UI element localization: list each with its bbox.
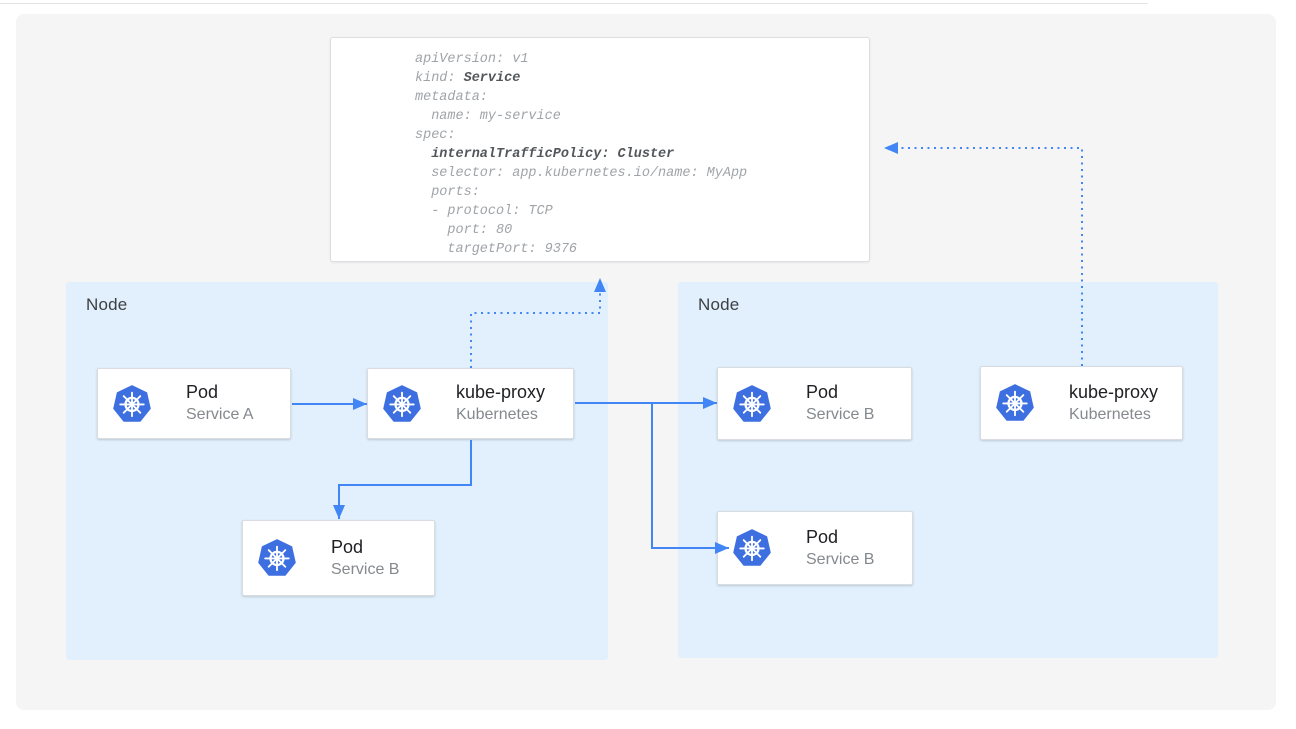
card-title: kube-proxy	[456, 382, 546, 402]
card-pod-service-b-right-top: Pod Service B	[717, 367, 912, 440]
card-title: kube-proxy	[1069, 381, 1159, 402]
node-container-right: Node	[678, 282, 1218, 658]
card-pod-service-a: Pod Service A	[97, 368, 291, 439]
kubernetes-icon	[381, 382, 423, 426]
kubernetes-icon	[111, 382, 153, 426]
kubernetes-icon	[256, 536, 298, 580]
code-line: kind: Service	[415, 71, 521, 86]
service-yaml-card: apiVersion: v1 kind: Service metadata: n…	[330, 37, 870, 262]
code-line: ports:	[415, 185, 480, 200]
card-kube-proxy-right: kube-proxy Kubernetes	[980, 366, 1183, 440]
code-line: metadata:	[415, 90, 488, 105]
code-line: selector: app.kubernetes.io/name: MyApp	[415, 166, 748, 181]
card-title: Pod	[806, 526, 839, 547]
card-pod-service-b-right-bottom: Pod Service B	[717, 511, 913, 585]
card-title: Pod	[186, 382, 219, 402]
card-subtitle: Kubernetes	[1069, 405, 1151, 423]
kubernetes-icon	[731, 526, 773, 570]
kubernetes-icon	[731, 382, 773, 426]
kubernetes-icon	[994, 381, 1036, 425]
card-subtitle: Service A	[186, 406, 254, 423]
code-line: spec:	[415, 128, 456, 143]
card-subtitle: Kubernetes	[456, 406, 538, 423]
node-label: Node	[698, 295, 740, 314]
code-line: name: my-service	[415, 109, 561, 124]
code-line: internalTrafficPolicy: Cluster	[431, 147, 675, 162]
code-line: targetPort: 9376	[415, 242, 578, 257]
card-subtitle: Service B	[331, 560, 400, 578]
card-subtitle: Service B	[806, 550, 875, 568]
top-divider	[0, 3, 1148, 4]
card-kube-proxy-left: kube-proxy Kubernetes	[367, 368, 574, 439]
card-subtitle: Service B	[806, 406, 875, 423]
card-pod-service-b-left: Pod Service B	[242, 520, 435, 596]
node-label: Node	[86, 295, 128, 314]
node-container-left: Node	[66, 282, 608, 660]
card-title: Pod	[331, 536, 364, 557]
card-title: Pod	[806, 382, 839, 402]
code-line: apiVersion: v1	[415, 52, 529, 67]
code-line: - protocol: TCP	[415, 204, 553, 219]
code-line: port: 80	[415, 223, 513, 238]
